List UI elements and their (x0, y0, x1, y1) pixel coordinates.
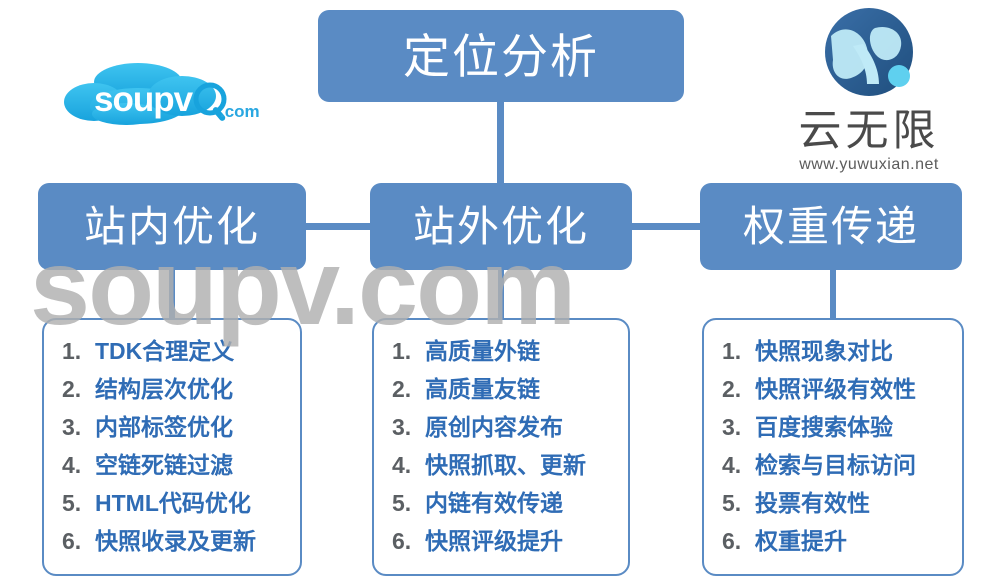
list-item-number: 6. (722, 528, 742, 554)
list-item[interactable]: 1. 高质量外链 (392, 332, 628, 370)
list-item-number: 4. (392, 452, 412, 478)
connector-onsite-to-panel (169, 266, 175, 320)
list-item-label: 权重提升 (755, 528, 847, 554)
list-item[interactable]: 5. HTML代码优化 (62, 484, 300, 522)
list-item-number: 6. (62, 528, 82, 554)
list-item-label: 检索与目标访问 (755, 452, 916, 478)
logo-soupv[interactable]: soupv .com (58, 62, 283, 134)
list-item-label: 快照收录及更新 (95, 528, 256, 554)
list-item-number: 1. (392, 338, 412, 364)
list-item-label: 投票有效性 (755, 490, 870, 516)
list-item-label: TDK合理定义 (95, 338, 235, 364)
list-item[interactable]: 2. 结构层次优化 (62, 370, 300, 408)
list-item[interactable]: 1. 快照现象对比 (722, 332, 962, 370)
list-item-number: 1. (62, 338, 82, 364)
list-item-number: 3. (722, 414, 742, 440)
list-item[interactable]: 5. 内链有效传递 (392, 484, 628, 522)
list-item[interactable]: 3. 原创内容发布 (392, 408, 628, 446)
list-item-label: 结构层次优化 (95, 376, 233, 402)
list-item-label: 快照现象对比 (755, 338, 893, 364)
list-item[interactable]: 3. 内部标签优化 (62, 408, 300, 446)
logo-yuwuxian-name: 云无限 (798, 106, 940, 156)
connector-offsite-to-panel (498, 266, 504, 320)
list-item-label: 高质量友链 (425, 376, 540, 402)
list-item[interactable]: 4. 空链死链过滤 (62, 446, 300, 484)
logo-yuwuxian-url: www.yuwuxian.net (799, 156, 939, 174)
list-item-number: 2. (392, 376, 412, 402)
list-item-number: 2. (722, 376, 742, 402)
node-weight-label: 权重传递 (742, 202, 919, 250)
list-item-label: 内部标签优化 (95, 414, 233, 440)
node-onsite[interactable]: 站内优化 (38, 183, 306, 270)
list-item-number: 5. (62, 490, 82, 516)
list-item[interactable]: 2. 高质量友链 (392, 370, 628, 408)
list-item-number: 5. (722, 490, 742, 516)
list-item-label: 快照评级提升 (425, 528, 563, 554)
list-item-number: 1. (722, 338, 742, 364)
list-item-number: 6. (392, 528, 412, 554)
list-item-number: 5. (392, 490, 412, 516)
list-item[interactable]: 6. 权重提升 (722, 522, 962, 560)
node-root-label: 定位分析 (403, 29, 599, 83)
list-item-label: 快照评级有效性 (755, 376, 916, 402)
list-item-number: 3. (62, 414, 82, 440)
list-item[interactable]: 3. 百度搜索体验 (722, 408, 962, 446)
list-item[interactable]: 6. 快照收录及更新 (62, 522, 300, 560)
panel-offsite: 1. 高质量外链 2. 高质量友链 3. 原创内容发布 4. 快照抓取、更新 5… (372, 318, 630, 576)
list-item[interactable]: 4. 检索与目标访问 (722, 446, 962, 484)
node-offsite[interactable]: 站外优化 (370, 183, 632, 270)
list-item-number: 2. (62, 376, 82, 402)
node-onsite-label: 站内优化 (83, 202, 260, 250)
list-item-label: 百度搜索体验 (755, 414, 893, 440)
connector-root-to-offsite (497, 98, 504, 188)
panel-onsite: 1. TDK合理定义 2. 结构层次优化 3. 内部标签优化 4. 空链死链过滤… (42, 318, 302, 576)
list-item[interactable]: 1. TDK合理定义 (62, 332, 300, 370)
list-item-number: 4. (62, 452, 82, 478)
list-item[interactable]: 2. 快照评级有效性 (722, 370, 962, 408)
panel-weight: 1. 快照现象对比 2. 快照评级有效性 3. 百度搜索体验 4. 检索与目标访… (702, 318, 964, 576)
node-offsite-label: 站外优化 (412, 202, 589, 250)
list-item-label: 原创内容发布 (425, 414, 563, 440)
list-item[interactable]: 4. 快照抓取、更新 (392, 446, 628, 484)
list-item-number: 4. (722, 452, 742, 478)
logo-soupv-suffix: .com (220, 102, 260, 121)
connector-weight-to-panel (830, 266, 836, 320)
logo-yuwuxian[interactable]: 云无限 www.yuwuxian.net (756, 6, 982, 176)
list-item-label: 快照抓取、更新 (425, 452, 586, 478)
node-weight[interactable]: 权重传递 (700, 183, 962, 270)
node-root[interactable]: 定位分析 (318, 10, 684, 102)
list-item-label: 内链有效传递 (425, 490, 563, 516)
list-item-number: 3. (392, 414, 412, 440)
logo-soupv-wordmark: soupv (94, 80, 193, 119)
list-item-label: 空链死链过滤 (95, 452, 233, 478)
list-item[interactable]: 6. 快照评级提升 (392, 522, 628, 560)
cloud-icon (58, 62, 283, 134)
list-item[interactable]: 5. 投票有效性 (722, 484, 962, 522)
globe-y-icon (756, 6, 982, 107)
list-item-label: 高质量外链 (425, 338, 540, 364)
list-item-label: HTML代码优化 (95, 490, 251, 516)
